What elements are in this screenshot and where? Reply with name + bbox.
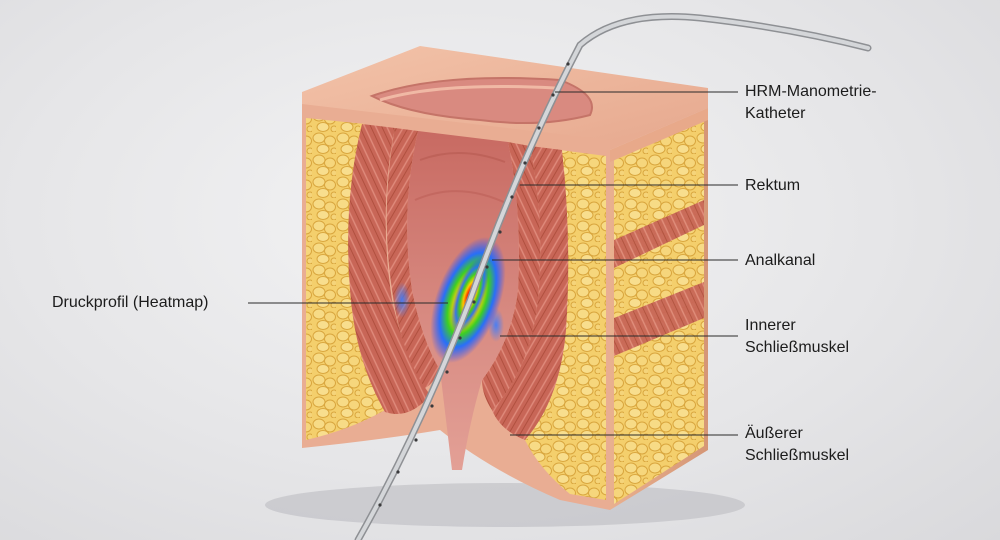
- manometry-catheter: [354, 13, 872, 540]
- rectal-fold-2: [414, 190, 511, 206]
- label-catheter: HRM-Manometrie- Katheter: [745, 83, 877, 122]
- left-muscle-wall: [348, 124, 430, 414]
- label-internal-sphincter: Innerer Schließmuskel: [745, 317, 850, 356]
- right-inner-muscle: [482, 142, 541, 410]
- right-face-muscle-band-upper: [614, 200, 704, 268]
- label-pressure-profile: Druckprofil (Heatmap): [52, 294, 209, 311]
- right-fat-front: [525, 150, 606, 500]
- catheter-markers: [378, 62, 570, 507]
- rectum-top-rim: [379, 85, 556, 102]
- left-inner-muscle: [386, 128, 440, 388]
- label-external-sphincter: Äußerer Schließmuskel: [745, 425, 850, 464]
- rectal-fold-1: [419, 152, 506, 163]
- right-face-skin: [610, 108, 708, 162]
- tissue-block: [302, 46, 708, 510]
- blue-spot-left: [394, 282, 410, 318]
- right-muscle-wall: [492, 146, 569, 440]
- ground-shadow: [265, 483, 745, 527]
- leader-lines: [248, 91, 738, 436]
- right-face-muscle-band-lower: [614, 282, 704, 356]
- label-rectum: Rektum: [745, 177, 801, 194]
- label-anal-canal: Analkanal: [745, 252, 816, 269]
